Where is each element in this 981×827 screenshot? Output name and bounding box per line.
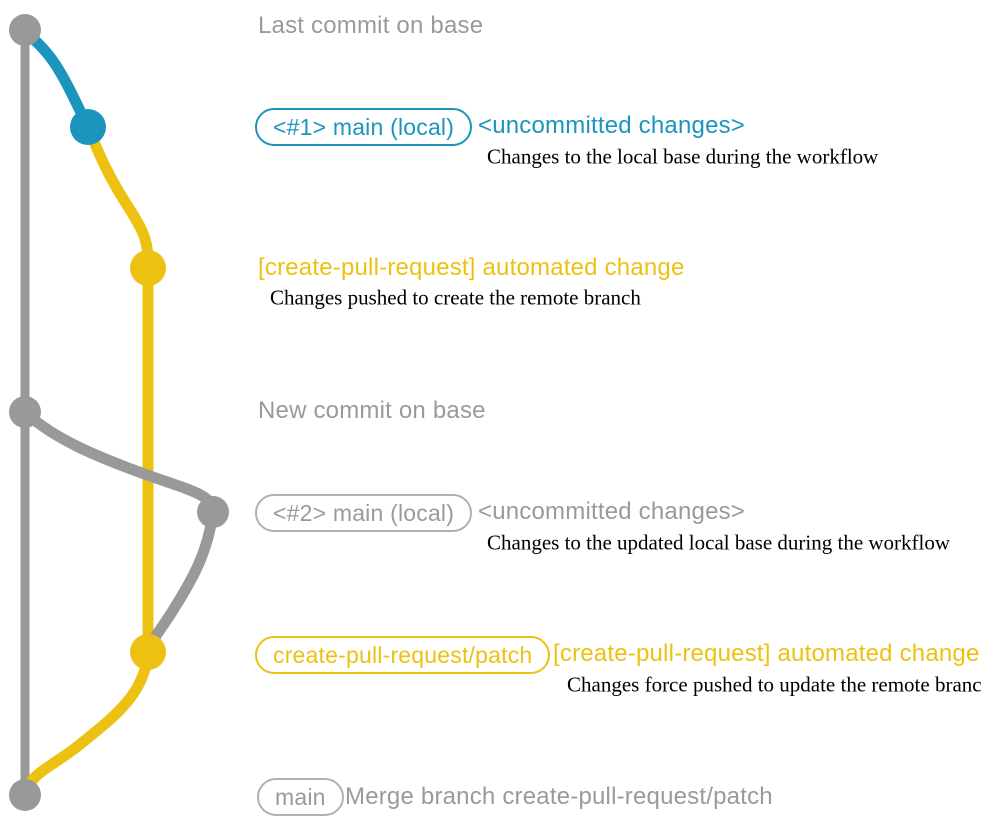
branch-label-main-local-2: <#2> main (local)	[255, 494, 473, 532]
commit-dot-patch-1	[130, 250, 166, 286]
commit-dot-merge	[9, 779, 41, 811]
description-updated-local-base: Changes to the updated local base during…	[487, 530, 951, 555]
description-local-base: Changes to the local base during the wor…	[487, 144, 879, 169]
commit-dot-local-1	[70, 109, 106, 145]
uncommitted-changes-1: <uncommitted changes>	[478, 112, 746, 139]
description-pushed-create: Changes pushed to create the remote bran…	[270, 285, 641, 310]
branch-label-main-local-1: <#1> main (local)	[255, 108, 473, 146]
merge-commit-message: Merge branch create-pull-request/patch	[345, 783, 773, 810]
patch-branch-merge-line	[19, 646, 154, 801]
commit-dot-last-base	[9, 14, 41, 46]
commit-message-automated-1: [create-pull-request] automated change	[258, 254, 685, 281]
branch-label-main-final: main	[257, 778, 344, 816]
last-commit-label: Last commit on base	[258, 12, 484, 39]
new-commit-label: New commit on base	[258, 397, 486, 424]
commit-dot-new-base	[9, 396, 41, 428]
uncommitted-changes-2: <uncommitted changes>	[478, 498, 746, 525]
commit-dot-local-2	[197, 496, 229, 528]
branch-label-patch: create-pull-request/patch	[255, 636, 551, 674]
commit-dot-patch-2	[130, 634, 166, 670]
updated-local-branch-line-out	[19, 406, 219, 518]
commit-message-automated-2: [create-pull-request] automated change	[553, 640, 980, 667]
patch-branch-line	[82, 121, 154, 658]
updated-local-branch-line-merge	[142, 506, 219, 658]
description-force-pushed: Changes force pushed to update the remot…	[567, 672, 981, 697]
